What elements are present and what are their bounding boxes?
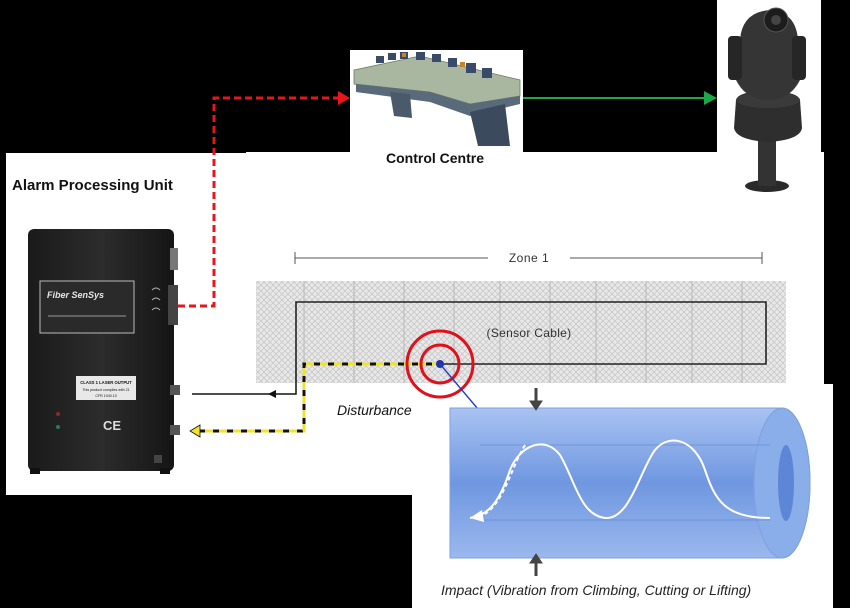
device-brand: Fiber SenSys xyxy=(47,290,104,300)
disturbance-ring-inner xyxy=(419,343,461,385)
fence-mesh xyxy=(256,281,786,383)
laser-warning-line2: CFR 1040.10 xyxy=(95,394,116,398)
fiber-out-arrow xyxy=(268,390,276,398)
diagram-panel-lower xyxy=(246,386,412,495)
alarm-link-arrow xyxy=(338,91,350,105)
ptz-camera-image xyxy=(728,7,806,192)
laser-warning-line1: This product complies with 21 xyxy=(82,388,129,392)
control-centre-label: Control Centre xyxy=(386,150,484,166)
fiber-out-line xyxy=(192,364,297,395)
camera-link-arrow xyxy=(704,91,717,105)
fiber-return-line xyxy=(198,362,440,433)
sensor-cable-label: (Sensor Cable) xyxy=(487,326,572,340)
status-led-green xyxy=(56,425,60,429)
impact-arrow-top xyxy=(529,388,543,411)
status-led-red xyxy=(56,412,60,416)
laser-warning-title: CLASS 1 LASER OUTPUT xyxy=(80,380,132,385)
disturbance-label: Disturbance xyxy=(337,402,412,418)
connector-ports xyxy=(151,287,161,311)
device-label-plate xyxy=(39,280,135,334)
laser-warning-label xyxy=(76,376,136,400)
disturbance-ring-outer xyxy=(405,329,475,399)
fence-posts xyxy=(303,281,743,383)
alarm-unit-label: Alarm Processing Unit xyxy=(12,177,173,194)
alarm-link-line xyxy=(178,96,340,308)
light-wave xyxy=(469,439,771,520)
sensor-cable-loop xyxy=(295,301,767,365)
control-centre-image xyxy=(350,50,523,146)
zone-label: Zone 1 xyxy=(509,251,549,265)
reflection-arrow xyxy=(470,510,484,522)
ce-mark: CE xyxy=(103,418,121,433)
cable-tube xyxy=(449,407,811,559)
impact-label: Impact (Vibration from Climbing, Cutting… xyxy=(441,582,752,598)
zone-dimension-line xyxy=(294,252,763,264)
alarm-processing-unit: Fiber SenSys CLASS 1 LASER OUTPUT This p… xyxy=(28,229,180,474)
light-wave-reflection xyxy=(484,444,526,515)
fiber-return-arrow xyxy=(189,424,201,438)
impact-arrow-bottom xyxy=(529,553,543,576)
